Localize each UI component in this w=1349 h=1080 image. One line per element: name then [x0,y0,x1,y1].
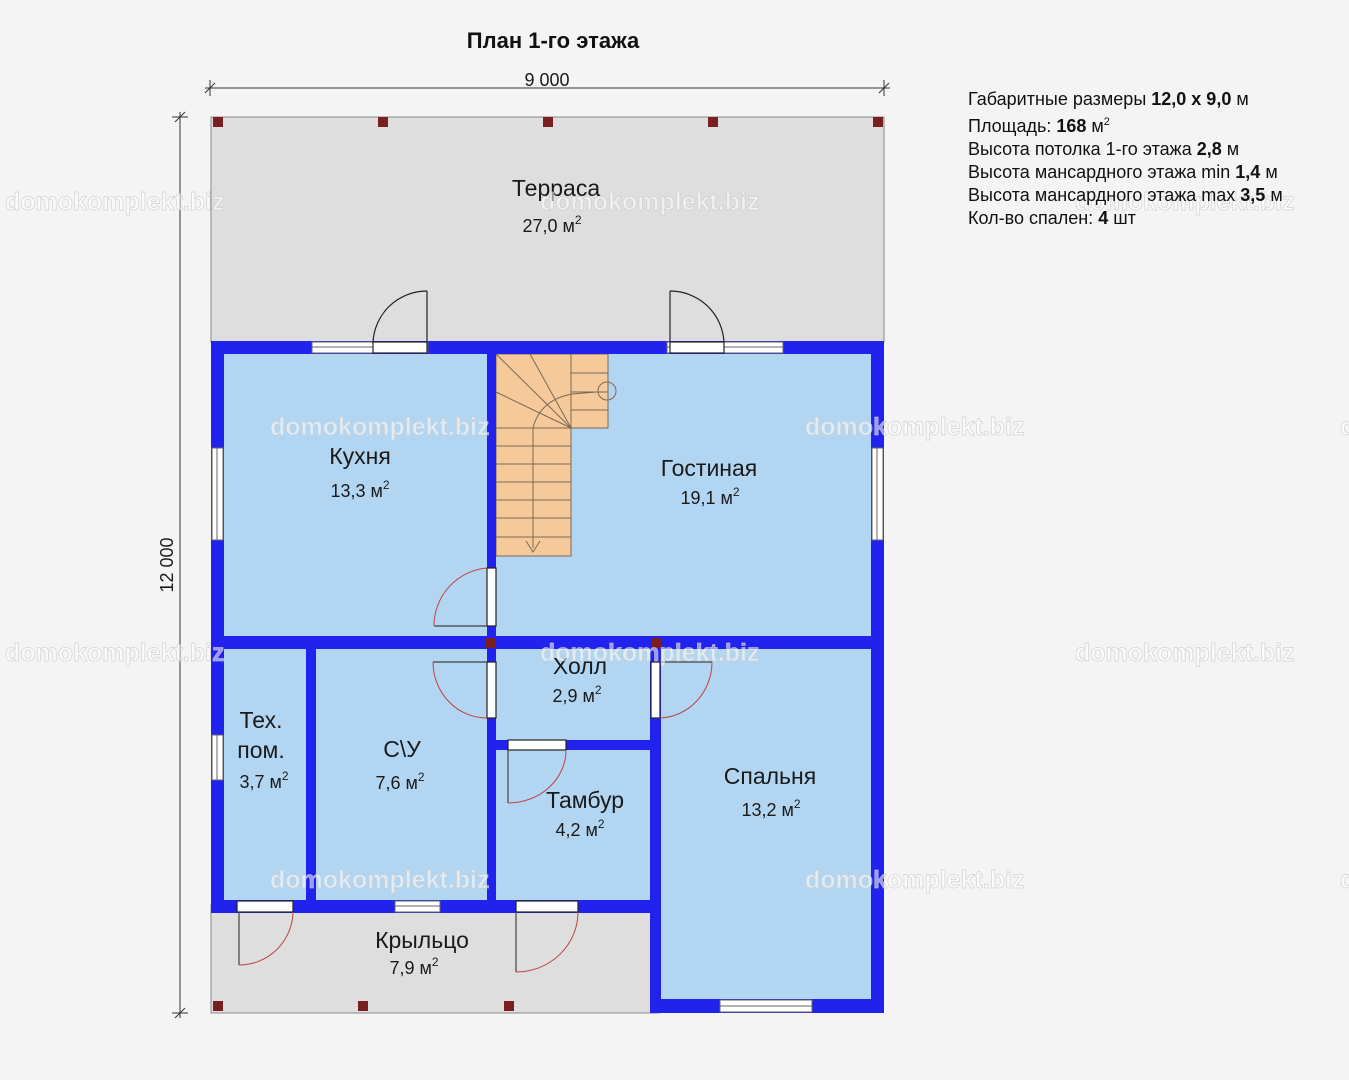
width-dimension [204,80,890,96]
living-area-label: 19,1 м2 [680,485,739,508]
bedroom-floor [655,645,878,1005]
terrace-label: Терраса [512,175,600,201]
plan-title: План 1-го этажа [467,28,640,53]
spec-bedroom-count: Кол-во спален: 4 шт [968,208,1136,228]
spec-area: Площадь: 168 м2 [968,116,1110,136]
watermark: domokomplekt.biz [270,413,489,441]
length-dimension [172,111,188,1019]
watermark: domokomplekt.biz [1075,188,1294,216]
watermark: domokomplekt.biz [540,188,759,216]
watermarks: domokomplekt.biz domokomplekt.biz domoko… [5,188,1349,895]
watermark: domokomplekt.biz [5,188,224,216]
watermark: domokomplekt.biz [5,639,224,667]
spec-attic-height-min: Высота мансардного этажа min 1,4 м [968,162,1278,182]
watermark: domokomplekt.biz [1340,866,1349,894]
hall-label: Холл [553,653,607,679]
bathroom-floor [310,645,490,905]
watermark: domokomplekt.biz [270,866,489,894]
posts [213,117,883,1011]
terrace-area [210,116,885,343]
width-dimension-label: 9 000 [524,70,569,90]
spec-attic-height-max: Высота мансардного этажа max 3,5 м [968,185,1283,205]
watermark: domokomplekt.biz [805,413,1024,441]
kitchen-label: Кухня [329,443,391,469]
watermark: domokomplekt.biz [1340,413,1349,441]
tech-room-label-line1: Тех. [240,707,283,733]
tech-room-floor [218,645,310,905]
spec-dimensions: Габаритные размеры 12,0 х 9,0 м [968,89,1249,109]
length-dimension-label: 12 000 [157,537,177,592]
vestibule-floor [490,745,655,905]
watermark: domokomplekt.biz [1075,639,1294,667]
bathroom-label: С\У [383,736,421,762]
vestibule-label: Тамбур [546,787,624,813]
doors [236,290,725,973]
spec-ceiling-height: Высота потолка 1-го этажа 2,8 м [968,139,1240,159]
bathroom-area-label: 7,6 м2 [375,770,424,793]
kitchen-floor [218,348,490,638]
bedroom-label: Спальня [724,763,816,789]
tech-room-label-line2: пом. [237,737,284,763]
hall-area-label: 2,9 м2 [552,683,601,706]
watermark: domokomplekt.biz [540,639,759,667]
specifications: Габаритные размеры 12,0 х 9,0 м Площадь:… [968,88,1343,230]
terrace-area-label: 27,0 м2 [522,213,581,236]
porch-label: Крыльцо [375,927,469,953]
windows [211,341,884,1013]
watermark: domokomplekt.biz [805,866,1024,894]
tech-room-area-label: 3,7 м2 [239,769,288,792]
porch-area-label: 7,9 м2 [389,955,438,978]
kitchen-area-label: 13,3 м2 [330,478,389,501]
living-label: Гостиная [661,455,758,481]
hall-floor [490,638,655,745]
vestibule-area-label: 4,2 м2 [555,817,604,840]
bedroom-area-label: 13,2 м2 [741,797,800,820]
